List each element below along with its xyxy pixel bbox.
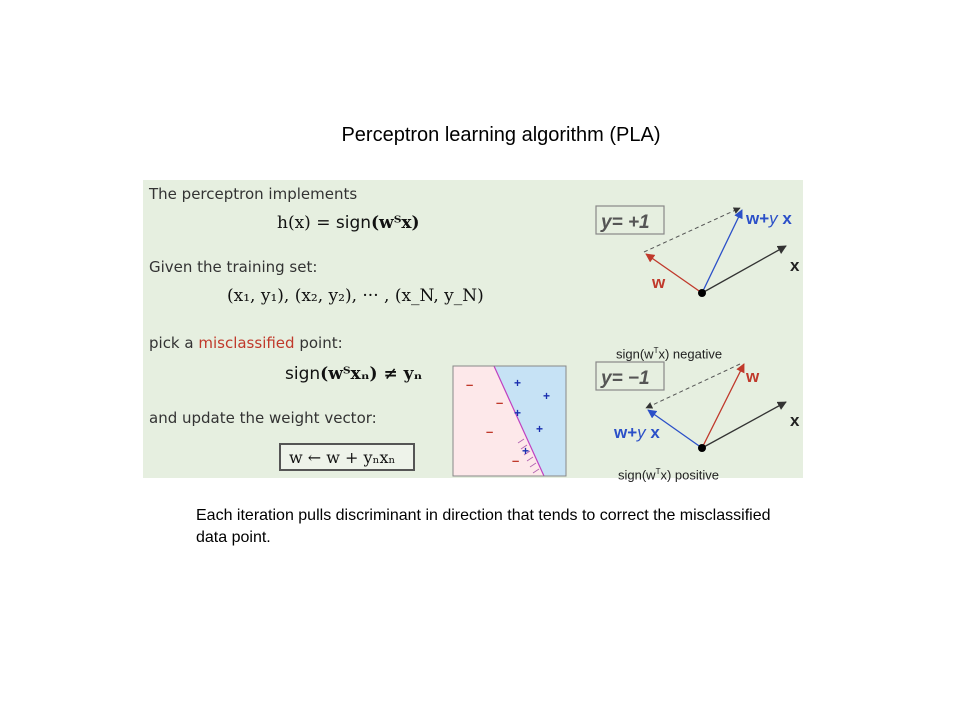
- hypothesis-lhs: h(x) =: [277, 213, 331, 233]
- label-w-top: w: [651, 273, 666, 292]
- update-rule-box: w ← w + yₙxₙ: [279, 443, 415, 471]
- label-box-top: [595, 205, 665, 235]
- dashed-guide-top: [643, 207, 741, 253]
- label-x-bottom: x: [790, 411, 800, 430]
- misclass-sign: sign: [285, 364, 321, 384]
- pick-line: pick a misclassified point:: [149, 334, 343, 352]
- plus-point: +: [522, 444, 529, 458]
- misclass-formula: sign(wᵀxₙ) ≠ yₙ: [285, 364, 422, 384]
- decision-boundary: [493, 365, 545, 477]
- plus-point: +: [514, 406, 521, 420]
- pla-panel: The perceptron implements h(x) = sign(wᵀ…: [143, 180, 803, 478]
- training-set-line: Given the training set:: [149, 258, 318, 276]
- annotation-positive: sign(wTx) positive: [618, 467, 719, 483]
- positive-region: [494, 366, 566, 476]
- minus-point: –: [496, 395, 503, 410]
- pick-pre: pick a: [149, 334, 199, 352]
- scatter-plot: + + + + + – – – –: [452, 365, 567, 477]
- training-set-formula: (x₁, y₁), (x₂, y₂), ··· , (x_N, y_N): [227, 286, 484, 306]
- vector-w-top: [645, 253, 703, 294]
- label-sum-bottom: w+y x: [613, 423, 660, 442]
- misclassified-word: misclassified: [198, 334, 295, 352]
- label-sum-top: w+y x: [745, 209, 792, 228]
- plus-point: +: [543, 389, 550, 403]
- label-y-bottom: y= −1: [600, 368, 650, 389]
- hypothesis-arg: (wᵀx): [371, 213, 420, 233]
- slide-caption: Each iteration pulls discriminant in dir…: [196, 507, 771, 546]
- pick-post: point:: [294, 334, 343, 352]
- vector-wyx-bottom: [647, 409, 703, 449]
- annotation-negative: sign(wTx) negative: [616, 346, 723, 362]
- vector-diagrams: y= +1 w x w+y x y= −1 w x w+y x: [595, 205, 800, 452]
- diagram-negative-case: y= −1 w x w+y x: [595, 361, 800, 452]
- origin-dot-bottom: [698, 444, 706, 452]
- update-line: and update the weight vector:: [149, 409, 377, 427]
- vector-w-bottom: [701, 363, 745, 449]
- label-box-bottom: [595, 361, 665, 391]
- plus-point: +: [536, 422, 543, 436]
- minus-point: –: [512, 453, 519, 468]
- plus-point: +: [514, 376, 521, 390]
- minus-point: –: [466, 377, 473, 392]
- boundary-hatch: [517, 438, 540, 474]
- diagram-positive-case: y= +1 w x w+y x: [595, 205, 800, 297]
- minus-point: –: [486, 424, 493, 439]
- update-rule: w ← w + yₙxₙ: [289, 448, 396, 467]
- dashed-guide-bottom: [645, 363, 741, 409]
- label-w-bottom: w: [745, 367, 760, 386]
- label-y-top: y= +1: [600, 212, 650, 233]
- intro-line: The perceptron implements: [149, 185, 358, 203]
- hypothesis-formula: h(x) = sign(wᵀx): [277, 213, 420, 233]
- label-x-top: x: [790, 256, 800, 275]
- vector-wyx-top: [701, 209, 743, 294]
- origin-dot-top: [698, 289, 706, 297]
- scatter-frame: [452, 365, 567, 477]
- hypothesis-sign: sign: [335, 213, 372, 233]
- misclass-arg: (wᵀxₙ) ≠ yₙ: [320, 364, 423, 384]
- vector-x-top: [701, 245, 787, 294]
- vector-x-bottom: [701, 401, 787, 449]
- slide-title: Perceptron learning algorithm (PLA): [341, 124, 661, 146]
